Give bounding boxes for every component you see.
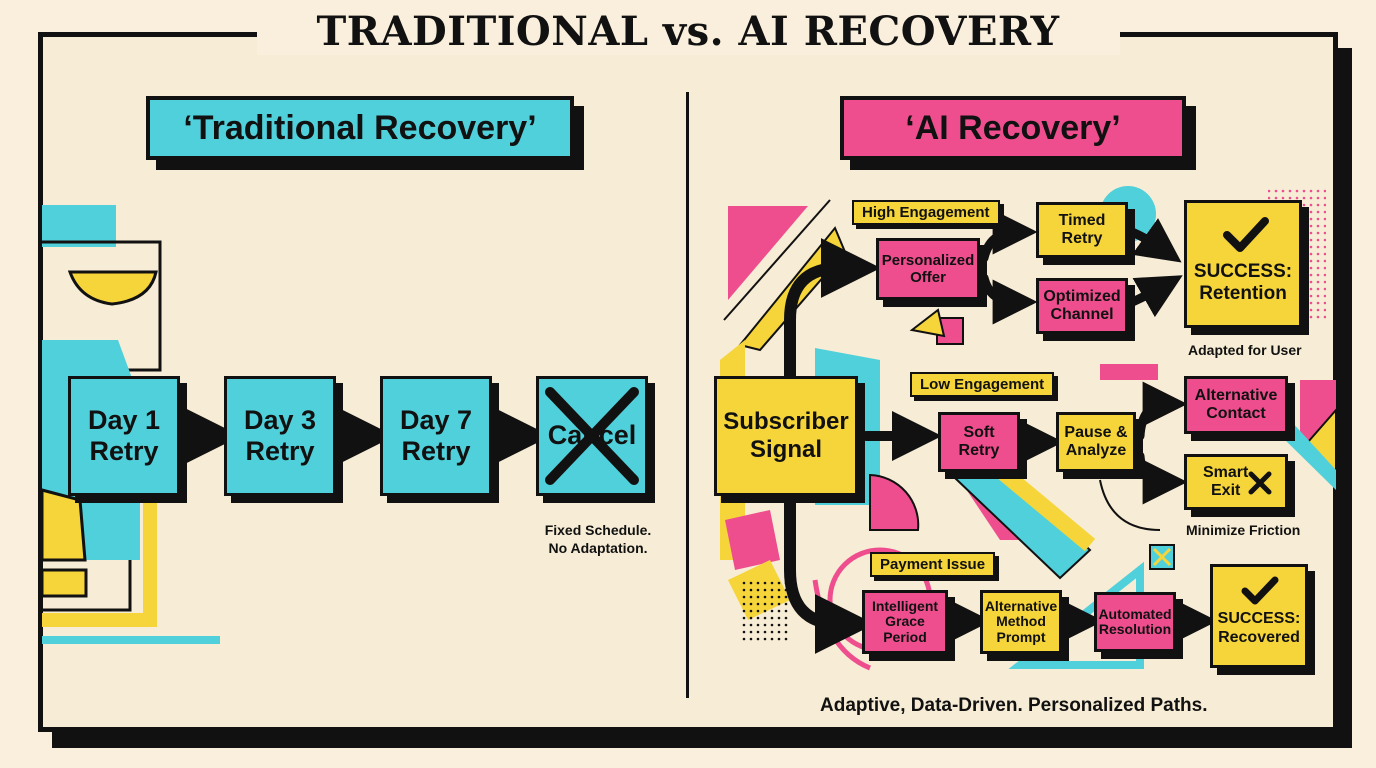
- exit-line1: Smart: [1203, 463, 1249, 481]
- recovered-line1: SUCCESS:: [1217, 610, 1301, 628]
- pause-line1: Pause &: [1064, 423, 1128, 441]
- step-line2: Retry: [89, 436, 159, 466]
- auto-line2: Resolution: [1098, 621, 1172, 637]
- title-wrap: TRADITIONAL vs. AI RECOVERY: [0, 8, 1376, 55]
- step-line1: Day 1: [87, 404, 161, 435]
- ai-footer: Adaptive, Data-Driven. Personalized Path…: [820, 695, 1208, 716]
- checkmark-icon: [1241, 576, 1279, 605]
- page-title: TRADITIONAL vs. AI RECOVERY: [256, 8, 1120, 55]
- timed-line1: Timed: [1058, 211, 1106, 229]
- altcontact-line2: Contact: [1206, 405, 1266, 422]
- note-line1: Fixed Schedule.: [544, 522, 652, 538]
- friction-note: Minimize Friction: [1186, 522, 1301, 538]
- offer-line1: Personalized: [881, 251, 975, 269]
- step-line1: Day 7: [399, 404, 473, 435]
- x-icon: [1248, 471, 1272, 495]
- grace-line2: Grace: [885, 613, 925, 630]
- checkmark-icon: [1223, 217, 1269, 252]
- recovered-line2: Recovered: [1218, 628, 1300, 646]
- ai-arrows: [784, 209, 1218, 654]
- auto-line1: Automated: [1098, 605, 1172, 622]
- traditional-banner: ‘Traditional Recovery’: [146, 96, 574, 160]
- pause-line2: Analyze: [1065, 442, 1127, 459]
- retention-line2: Retention: [1199, 283, 1287, 305]
- method-line2: Method: [996, 613, 1046, 630]
- high-engagement-label: High Engagement: [852, 200, 1000, 225]
- step-line2: Retry: [401, 436, 471, 466]
- method-line3: Prompt: [996, 628, 1046, 645]
- method-line1: Alternative: [984, 597, 1058, 614]
- cancel-label: Cancel: [547, 420, 637, 451]
- step-line1: Day 3: [243, 404, 317, 435]
- exit-line2: Exit: [1211, 482, 1241, 499]
- signal-line1: Subscriber: [723, 408, 849, 436]
- soft-line2: Retry: [958, 442, 1000, 459]
- step-cancel: Cancel: [536, 376, 648, 496]
- grace-line3: Period: [883, 628, 927, 645]
- timed-line2: Retry: [1061, 230, 1103, 247]
- success-retention: SUCCESS:Retention: [1184, 200, 1302, 328]
- low-engagement-label: Low Engagement: [910, 372, 1055, 397]
- payment-issue-label: Payment Issue: [870, 552, 996, 577]
- grace-line1: Intelligent: [871, 597, 939, 614]
- channel-line2: Channel: [1050, 306, 1114, 323]
- pause-analyze: Pause &Analyze: [1056, 412, 1136, 472]
- soft-line1: Soft: [963, 423, 995, 441]
- altcontact-line1: Alternative: [1194, 386, 1278, 404]
- ai-banner: ‘AI Recovery’: [840, 96, 1186, 160]
- step-line2: Retry: [245, 436, 315, 466]
- adapted-note: Adapted for User: [1188, 342, 1302, 358]
- signal-line2: Signal: [749, 436, 822, 463]
- success-recovered: SUCCESS:Recovered: [1210, 564, 1308, 668]
- note-line2: No Adaptation.: [548, 539, 648, 556]
- retention-line1: SUCCESS:: [1193, 261, 1293, 283]
- channel-line1: Optimized: [1043, 287, 1121, 305]
- center-divider: [686, 92, 689, 698]
- traditional-note: Fixed Schedule. No Adaptation.: [522, 522, 674, 557]
- cross-out-icon: [545, 387, 639, 485]
- offer-line2: Offer: [910, 269, 946, 286]
